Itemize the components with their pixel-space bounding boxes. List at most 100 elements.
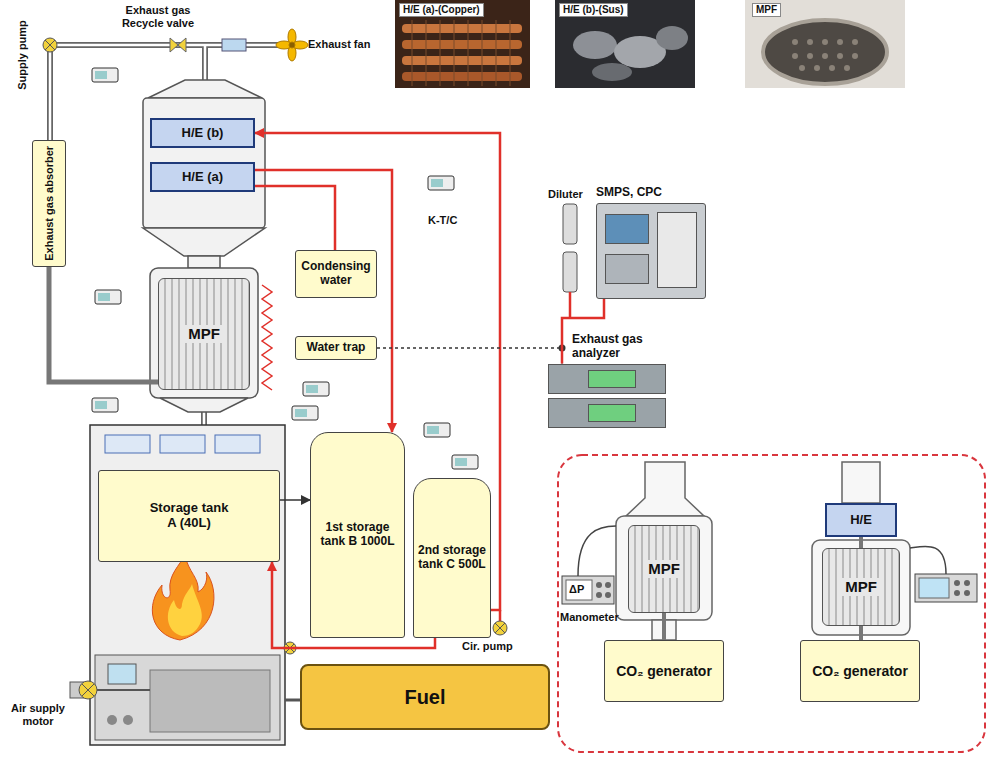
- device-body: [596, 203, 706, 299]
- air-supply-motor: [79, 681, 97, 699]
- node-text: 1st storage tank B 1000L: [315, 521, 400, 549]
- gauge-screen: [295, 409, 307, 417]
- water-trap-box: Water trap: [295, 336, 377, 360]
- manometer: [605, 592, 611, 598]
- diluter: [563, 204, 577, 244]
- control-panel: [95, 655, 280, 740]
- temperature-gauge: [92, 68, 118, 82]
- filter-photo: [792, 53, 798, 59]
- manometer: [919, 578, 949, 598]
- connector: [255, 170, 392, 432]
- supply-pump: [43, 38, 57, 52]
- heater-wire: [262, 285, 272, 390]
- manometer: [605, 582, 611, 588]
- test-housing: [842, 462, 880, 503]
- photo-caption: MPF: [752, 3, 781, 17]
- photo-caption: H/E (a)-(Copper): [399, 3, 484, 17]
- part-label: Supply pump: [16, 20, 29, 90]
- part-label: K-T/C: [428, 214, 457, 227]
- diluter: [563, 204, 577, 318]
- node-text: Storage tank A (40L): [144, 501, 234, 531]
- manometer: [964, 580, 970, 586]
- heat-exchanger-box: H/E (b): [150, 118, 255, 148]
- manometer: [562, 526, 977, 604]
- manometer: [596, 582, 602, 588]
- filter-photo: [799, 65, 805, 71]
- air-supply-motor: [70, 681, 150, 699]
- gauge-screen: [95, 401, 107, 409]
- temperature-gauge: [452, 455, 478, 469]
- recycle-valve: [170, 38, 186, 52]
- test-housing: [812, 540, 910, 635]
- manometer: [910, 546, 946, 574]
- device-panel: [588, 370, 636, 388]
- node-text: SMPS, CPC: [596, 186, 706, 200]
- pipe: [50, 45, 282, 425]
- filter-photo: [745, 0, 905, 88]
- boiler-housing: [215, 435, 260, 453]
- filter-box: MPF: [822, 548, 900, 626]
- heat-exchanger-photo: [402, 40, 522, 49]
- heat-exchanger-photo: [402, 72, 522, 81]
- temperature-gauge: [303, 382, 329, 396]
- heat-exchanger-photo: [402, 56, 522, 65]
- air-supply-motor: [82, 684, 94, 696]
- filter-box: MPF: [158, 278, 250, 390]
- connector: [859, 626, 863, 640]
- temperature-gauge: [292, 406, 318, 420]
- node-text: MPF: [185, 325, 223, 342]
- heat-exchanger-photo: [510, 20, 511, 86]
- gas-analyzer: Exhaust gas analyzer: [548, 333, 668, 430]
- recycle-valve: [170, 38, 186, 52]
- node-text: H/E (a): [182, 170, 223, 185]
- part-label: Exhaust fan: [308, 38, 388, 51]
- heat-exchanger-photo: [426, 20, 427, 86]
- boiler-housing: [105, 435, 150, 453]
- diluter: [563, 252, 577, 292]
- gauge-screen: [455, 458, 467, 466]
- circulation-pump: [495, 623, 505, 633]
- device-panel: [657, 212, 697, 288]
- filter-photo: [792, 39, 858, 71]
- connector: [255, 186, 335, 250]
- manometer: [566, 580, 592, 600]
- particle-counter: SMPS, CPC: [596, 186, 706, 299]
- heater-wire: [262, 285, 272, 390]
- node-text: Water trap: [307, 341, 366, 355]
- temperature-gauge: [424, 423, 450, 437]
- heat-exchanger-photo: [555, 0, 695, 88]
- device-panel: [605, 214, 649, 244]
- part-label: Air supply motor: [6, 702, 70, 727]
- gauge-screen: [427, 426, 439, 434]
- supply-pump: [43, 38, 57, 52]
- filter-photo: [822, 53, 828, 59]
- air-supply-motor: [97, 689, 150, 691]
- boiler-housing: [160, 435, 205, 453]
- heat-exchanger-photo: [468, 20, 469, 86]
- pipe: [50, 45, 282, 425]
- heat-exchanger-photo: [555, 0, 695, 88]
- reactor-housing: [160, 398, 248, 412]
- filter-photo: [763, 20, 887, 84]
- heat-exchanger-photo: [395, 0, 530, 88]
- flame: [152, 555, 214, 640]
- heat-exchanger-photo: [482, 20, 483, 86]
- control-panel: [150, 670, 270, 732]
- manometer: [915, 574, 977, 602]
- test-housing: [626, 462, 704, 516]
- heat-exchanger-photo: [573, 31, 617, 59]
- circulation-pump: [493, 610, 507, 635]
- filter-photo: [844, 65, 850, 71]
- reactor-housing: [143, 98, 265, 228]
- diluter: [569, 292, 572, 318]
- node-text: Fuel: [404, 686, 445, 709]
- part-label: Cir. pump: [462, 640, 513, 653]
- node-text: Exhaust gas analyzer: [548, 333, 668, 361]
- test-housing: [616, 462, 910, 640]
- heat-exchanger-photo: [592, 63, 632, 81]
- exhaust-fan: [289, 42, 295, 48]
- filter-photo: [837, 53, 843, 59]
- manometer: [596, 592, 602, 598]
- connector-layer: [49, 133, 861, 648]
- filter-photo: [852, 53, 858, 59]
